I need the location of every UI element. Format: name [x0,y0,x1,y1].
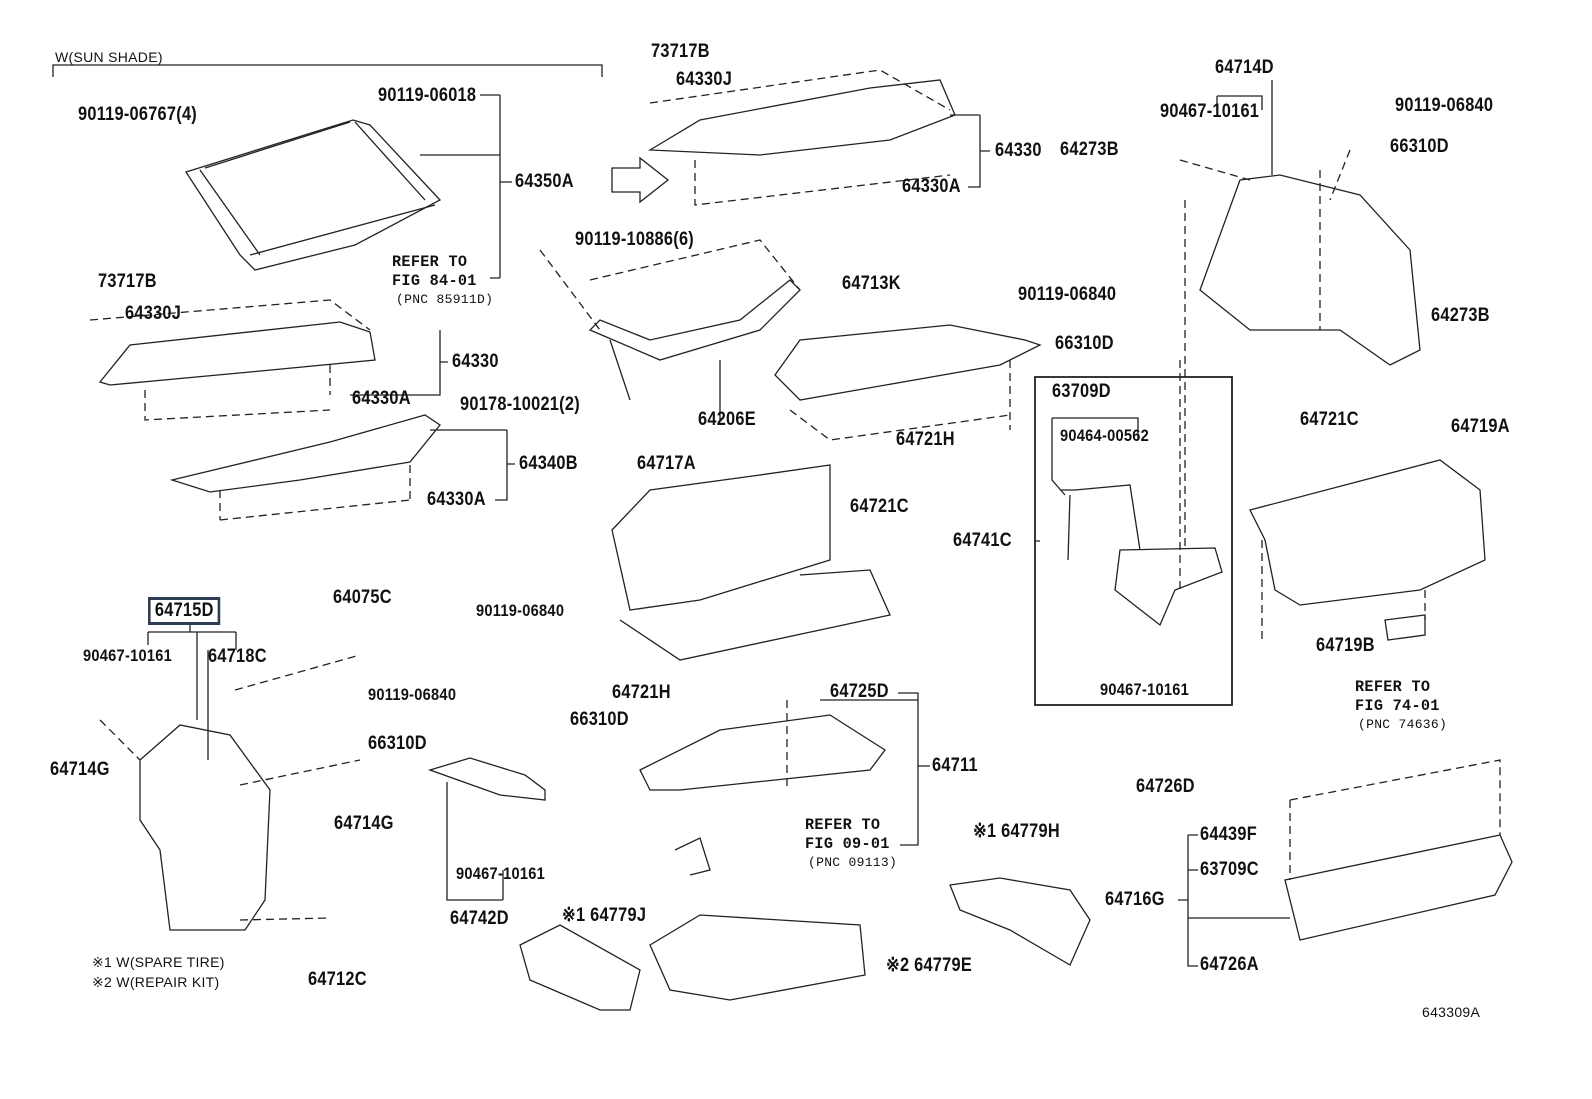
part-label[interactable]: 64330A [352,388,411,409]
part-label[interactable]: 90119-06840 [368,685,457,704]
part-label[interactable]: 64716G [1105,889,1165,910]
sun-shade-part [184,119,442,271]
part-label[interactable]: 64714G [334,813,394,834]
part-label[interactable]: 64719B [1316,635,1375,656]
part-label[interactable]: 90119-06018 [378,85,477,106]
part-label[interactable]: 73717B [651,41,710,62]
part-label[interactable]: 64206E [698,409,756,430]
part-label[interactable]: 90119-06767(4) [78,104,198,125]
bracket-part [588,279,801,420]
part-label[interactable]: 64330 [995,140,1042,161]
part-label[interactable]: 73717B [98,271,157,292]
floor-cover-part [774,324,1042,401]
part-label[interactable]: 64721H [612,682,671,703]
part-label[interactable]: 90178-10021(2) [460,394,580,415]
part-label[interactable]: 64340B [519,453,578,474]
figure-code: 643309A [1422,1004,1481,1020]
part-label[interactable]: 64712C [308,969,367,990]
storage-box-part [1060,484,1223,627]
part-label[interactable]: 64719A [1451,416,1510,437]
arrow-icon [611,156,670,204]
part-label[interactable]: 90119-06840 [476,601,565,620]
deck-board-part [639,714,886,791]
part-label[interactable]: 66310D [1390,136,1449,157]
part-label[interactable]: 64273B [1431,305,1490,326]
sill-plate-part [1284,834,1513,941]
reference-line: REFER TO [392,253,468,271]
foam-block-e-part [649,914,866,1001]
side-trim-right-part [1199,174,1421,366]
floor-board-part [611,464,891,661]
tray-panel-part [169,414,441,493]
reference-line: REFER TO [805,816,881,834]
reference-pnc: (PNC 74636) [1358,717,1448,732]
part-label[interactable]: ※2 64779E [886,955,972,976]
highlighted-part-label[interactable]: 64715D [148,597,221,625]
reference-pnc: (PNC 09113) [808,855,898,870]
package-tray-part [98,321,376,386]
part-label[interactable]: 64439F [1200,824,1257,845]
reference-link[interactable]: FIG 09-01 [805,835,890,853]
part-label[interactable]: 64726A [1200,954,1259,975]
part-label[interactable]: 66310D [570,709,629,730]
part-label[interactable]: 64742D [450,908,509,929]
legend-note: ※2 W(REPAIR KIT) [92,974,220,990]
part-label[interactable]: 64330J [125,303,182,324]
part-label[interactable]: 64330J [676,69,733,90]
reference-link[interactable]: FIG 74-01 [1355,697,1440,715]
part-label[interactable]: 64721H [896,429,955,450]
part-label[interactable]: 64711 [932,755,978,776]
part-label[interactable]: 64721C [1300,409,1359,430]
part-label[interactable]: 64350A [515,171,574,192]
part-label[interactable]: 90467-10161 [1160,101,1260,122]
part-label[interactable]: 90467-10161 [1100,680,1190,699]
handle-part [1384,614,1426,641]
tool-part [674,837,711,876]
part-label[interactable]: 64714D [1215,57,1274,78]
part-label[interactable]: 90467-10161 [456,864,546,883]
part-label[interactable]: 66310D [1055,333,1114,354]
reference-line: REFER TO [1355,678,1431,696]
part-label[interactable]: 64714G [50,759,110,780]
part-label[interactable]: 64330 [452,351,499,372]
part-label[interactable]: 64330A [902,176,961,197]
group-bracket [52,64,603,77]
package-tray-upper-part [647,79,956,156]
tray-part [427,757,546,801]
part-label[interactable]: 64725D [830,681,889,702]
part-label[interactable]: 90119-06840 [1018,284,1117,305]
part-label[interactable]: 64075C [333,587,392,608]
foam-block-j-part [519,924,641,1011]
reference-link[interactable]: FIG 84-01 [392,272,477,290]
foam-block-h-part [949,877,1091,966]
part-label[interactable]: 64726D [1136,776,1195,797]
part-label[interactable]: 63709D [1052,381,1111,402]
part-label[interactable]: 64713K [842,273,901,294]
part-label[interactable]: ※1 64779H [973,821,1060,842]
part-label[interactable]: 90467-10161 [83,646,173,665]
reference-pnc: (PNC 85911D) [396,292,494,307]
part-label[interactable]: ※1 64779J [562,905,647,926]
part-label[interactable]: 90119-10886(6) [575,229,695,250]
part-label[interactable]: 64273B [1060,139,1119,160]
part-label[interactable]: 90464-00562 [1060,426,1150,445]
side-trim-left-part [139,724,271,931]
trunk-lid-trim-part [1249,459,1486,606]
part-label[interactable]: 64330A [427,489,486,510]
part-label[interactable]: 63709C [1200,859,1259,880]
legend-note: ※1 W(SPARE TIRE) [92,954,225,970]
part-label[interactable]: 64721C [850,496,909,517]
part-label[interactable]: 64718C [208,646,267,667]
part-label[interactable]: 66310D [368,733,427,754]
part-label[interactable]: 64741C [953,530,1012,551]
part-label[interactable]: 90119-06840 [1395,95,1494,116]
group-note: W(SUN SHADE) [55,49,163,65]
part-label[interactable]: 64717A [637,453,696,474]
